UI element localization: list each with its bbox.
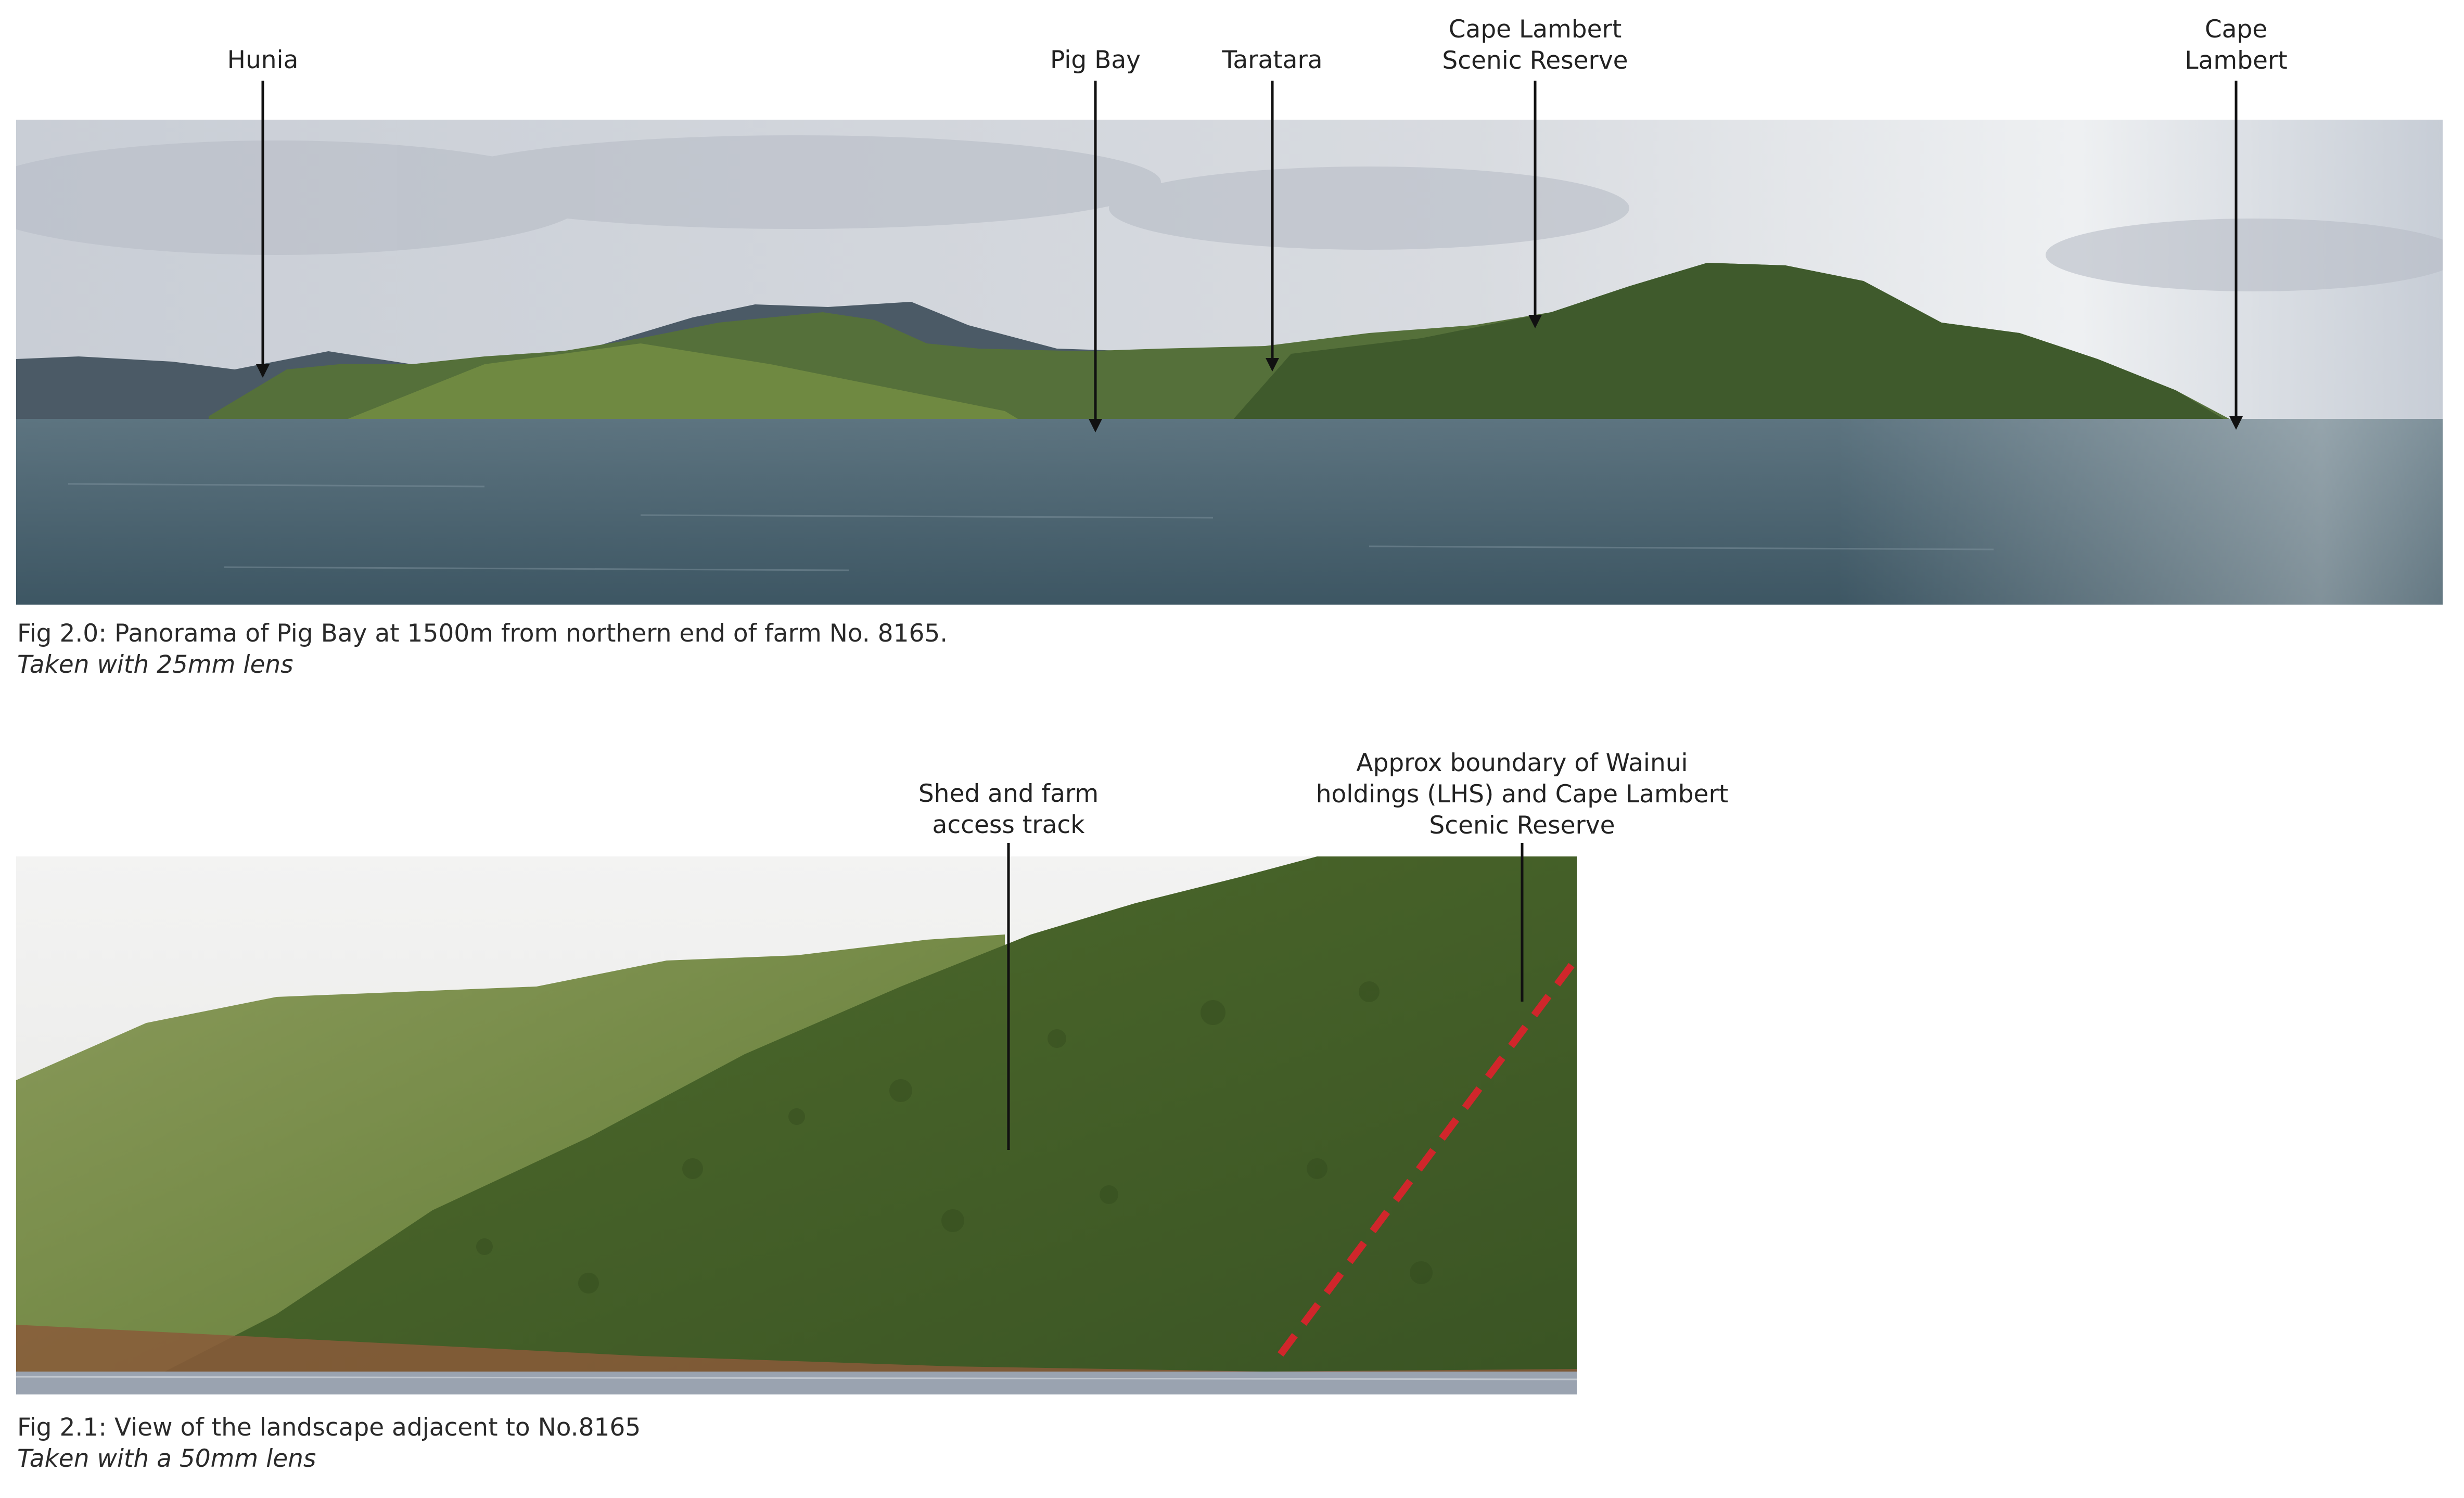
label-shed-and-farm-track: Shed and farm access track [918,779,1099,839]
label-taratara: Taratara [1222,46,1323,74]
label-pig-bay: Pig Bay [1050,46,1141,74]
figure-2-0-caption-sub: Taken with 25mm lens [17,650,293,679]
label-hunia: Hunia [227,46,299,74]
figure-2-1-caption-title: Fig 2.1: View of the landscape adjacent … [17,1413,641,1442]
hillside-photo [16,856,1577,1394]
figure-2-0-caption: Fig 2.0: Panorama of Pig Bay at 1500m fr… [17,618,948,681]
hillside-illustration [16,856,1577,1394]
figure-2-0-caption-title: Fig 2.0: Panorama of Pig Bay at 1500m fr… [17,619,948,648]
label-approx-boundary: Approx boundary of Wainui holdings (LHS)… [1316,749,1729,840]
label-cape-lambert-scenic-reserve: Cape Lambert Scenic Reserve [1442,15,1628,75]
figure-2-1-caption-sub: Taken with a 50mm lens [17,1444,316,1473]
figure-2-1-caption: Fig 2.1: View of the landscape adjacent … [17,1412,641,1475]
label-cape-lambert: Cape Lambert [2185,15,2288,75]
panorama-photo [16,120,2443,605]
panorama-illustration [16,120,2443,605]
